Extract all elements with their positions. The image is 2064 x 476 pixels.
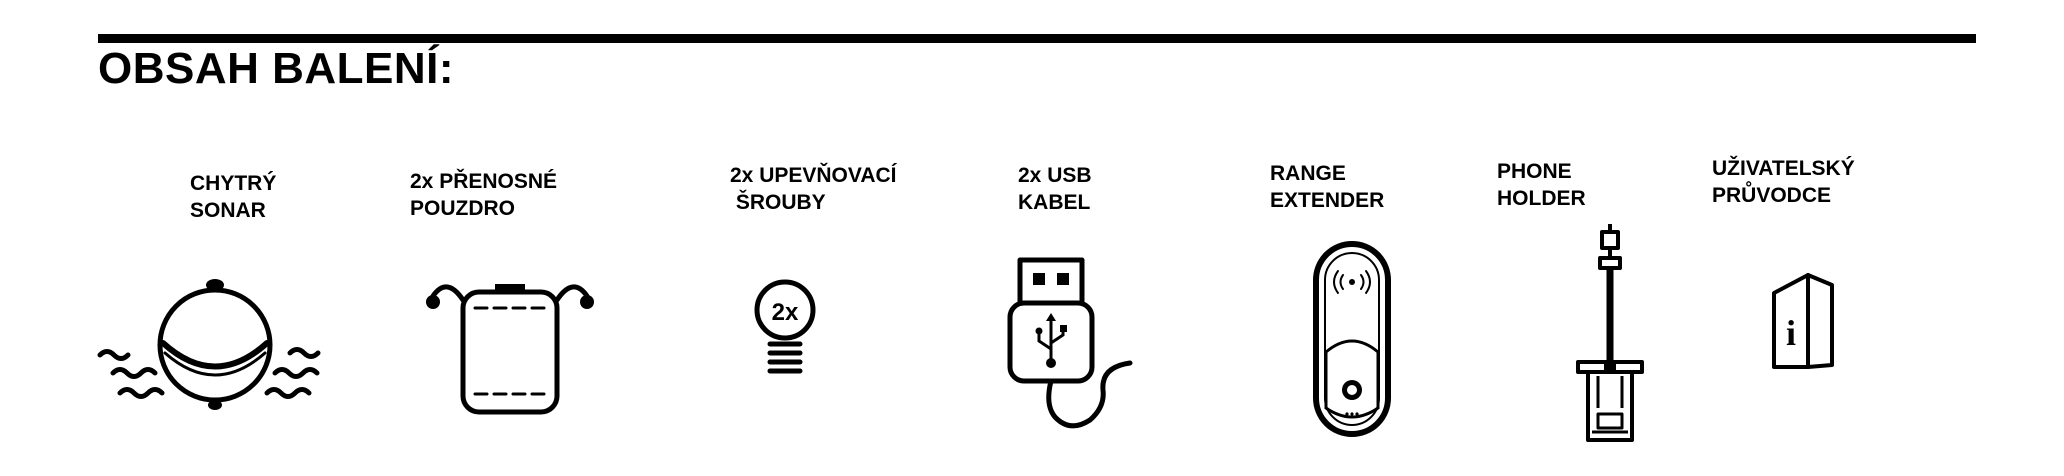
carry-pouch-icon <box>425 272 595 417</box>
sonar-ball-waves-icon <box>95 265 340 410</box>
screw-2x-icon: 2x <box>750 278 820 378</box>
range-extender-icon <box>1312 240 1392 440</box>
item-label-smart-sonar: CHYTRÝ SONAR <box>190 172 277 222</box>
guide-info-glyph: i <box>1786 313 1796 353</box>
item-label-range-extender: RANGE EXTENDER <box>1270 162 1385 212</box>
section-title: OBSAH BALENÍ: <box>98 44 455 93</box>
usb-cable-icon <box>995 255 1145 435</box>
phone-holder-icon <box>1570 222 1650 447</box>
top-divider-rule <box>98 34 1976 43</box>
screw-badge-text: 2x <box>772 299 799 326</box>
item-label-carry-pouch: 2x PŘENOSNÉ POUZDRO <box>410 170 558 220</box>
item-label-screws: 2x UPEVŇOVACÍ ŠROUBY <box>730 164 897 214</box>
user-guide-icon: i <box>1768 265 1838 375</box>
item-label-phone-holder: PHONE HOLDER <box>1497 160 1586 210</box>
item-label-usb-cable: 2x USB KABEL <box>1018 164 1092 214</box>
item-label-user-guide: UŽIVATELSKÝ PRŮVODCE <box>1712 157 1855 207</box>
